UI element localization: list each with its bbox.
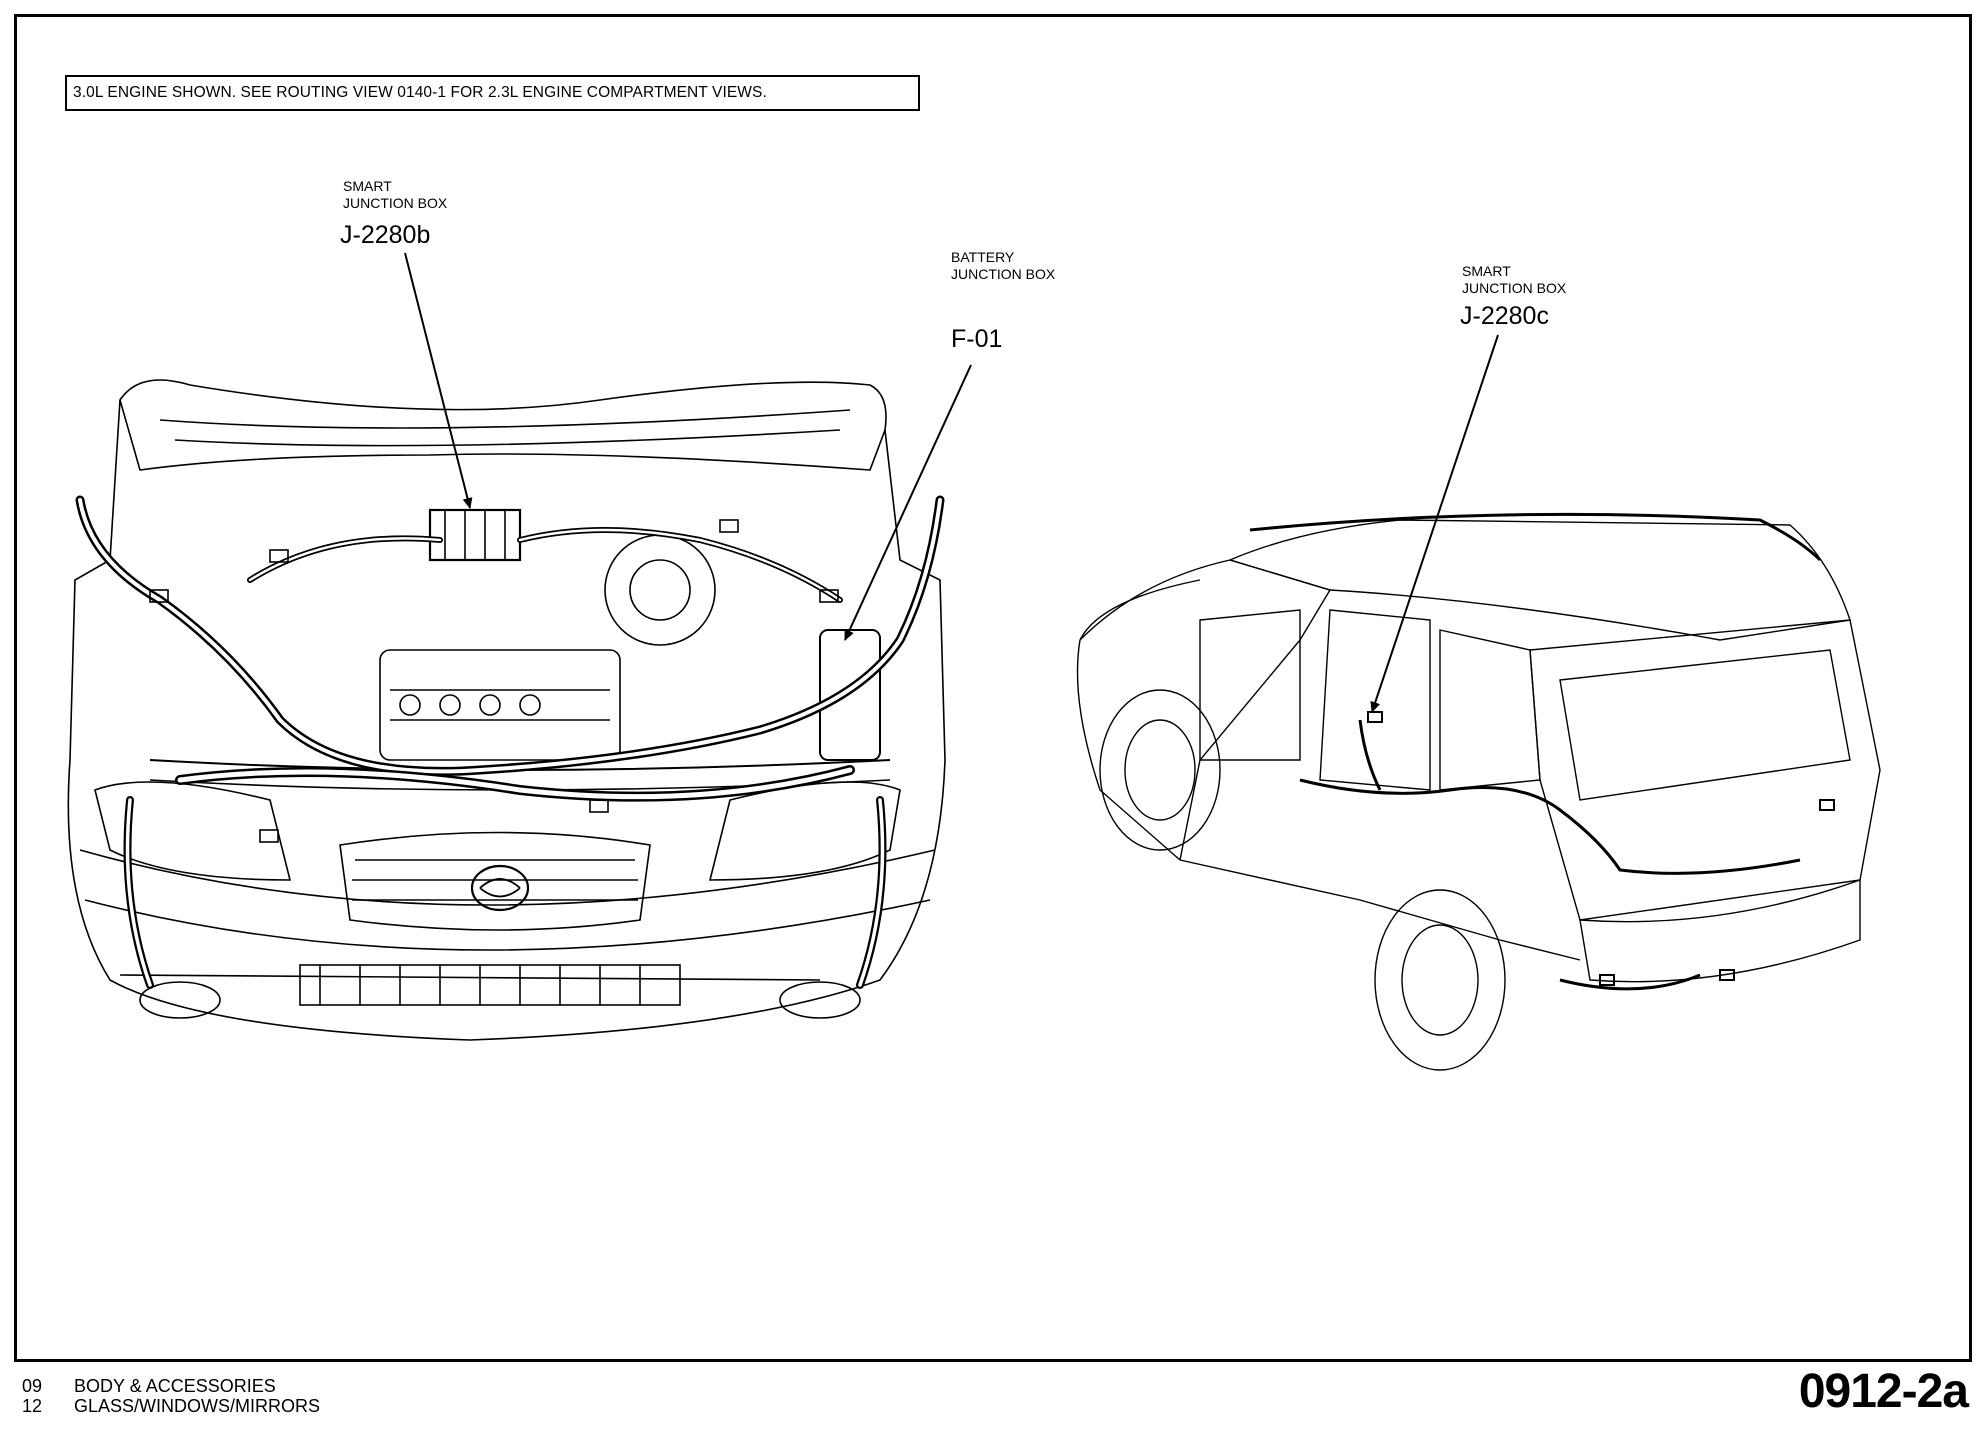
callout-f01-line2: JUNCTION BOX — [951, 266, 1056, 282]
callout-j2280b-id: J-2280b — [340, 221, 431, 249]
footer-section-info: 09 BODY & ACCESSORIES 12 GLASS/WINDOWS/M… — [22, 1376, 320, 1416]
callout-j2280b-label: SMART JUNCTION BOX — [343, 178, 447, 212]
callout-j2280c-line2: JUNCTION BOX — [1462, 280, 1567, 296]
footer-row-1-num: 09 — [22, 1376, 43, 1396]
leader-j2280b — [404, 252, 473, 509]
callout-j2280c-id: J-2280c — [1460, 302, 1549, 330]
page-id: 0912-2a — [1798, 1365, 1969, 1418]
leader-j2280c — [1370, 334, 1499, 713]
callout-f01-line1: BATTERY — [951, 249, 1015, 265]
callout-f01-label: BATTERY JUNCTION BOX — [951, 249, 1055, 283]
callout-j2280b-line1: SMART — [343, 178, 392, 194]
footer-row-1-label: BODY & ACCESSORIES — [74, 1376, 276, 1396]
callout-j2280c-line1: SMART — [1462, 263, 1511, 279]
footer-row-2-num: 12 — [22, 1396, 43, 1416]
callout-f01-id: F-01 — [951, 325, 1003, 353]
engine-note-box: 3.0L ENGINE SHOWN. SEE ROUTING VIEW 0140… — [65, 75, 920, 111]
leader-f01 — [844, 364, 972, 641]
footer-row-1: 09 BODY & ACCESSORIES — [22, 1376, 320, 1396]
engine-compartment-illustration — [67, 379, 946, 1041]
callout-j2280b-line2: JUNCTION BOX — [343, 195, 448, 211]
vehicle-rear-illustration — [1076, 512, 1881, 1071]
footer-row-2-label: GLASS/WINDOWS/MIRRORS — [74, 1396, 321, 1416]
callout-leader-lines — [404, 252, 1499, 713]
callout-j2280c-label: SMART JUNCTION BOX — [1462, 263, 1566, 297]
footer-row-2: 12 GLASS/WINDOWS/MIRRORS — [22, 1396, 320, 1416]
diagram-frame — [14, 14, 1972, 1362]
